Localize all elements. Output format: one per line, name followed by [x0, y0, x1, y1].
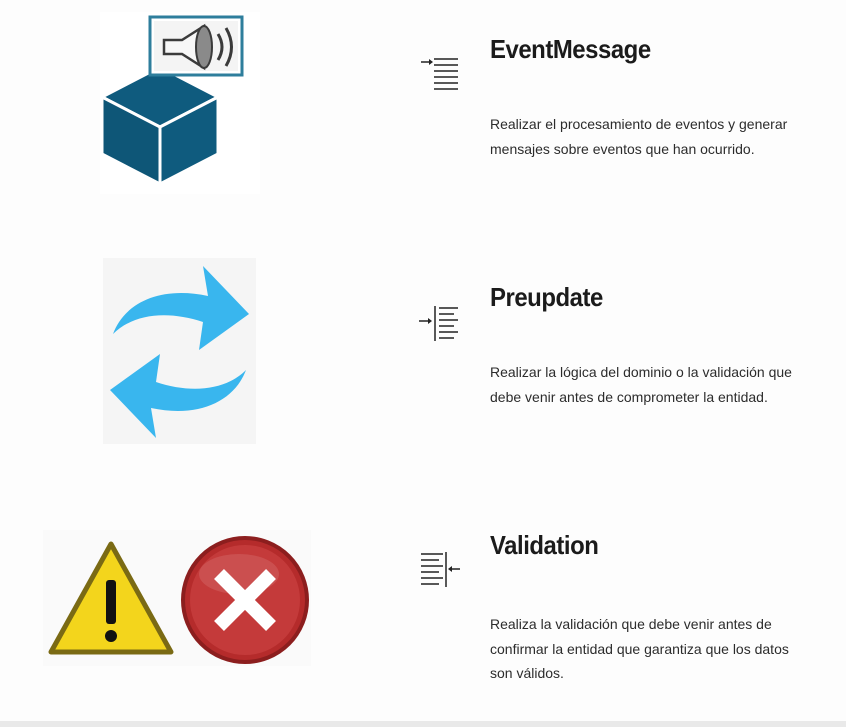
- refresh-arrows-icon: [103, 258, 256, 444]
- indent-text-icon: [420, 56, 460, 101]
- package-megaphone-icon: [98, 12, 260, 194]
- warning-error-icon: [43, 530, 311, 666]
- bottom-edge: [0, 721, 846, 727]
- indent-bar-text-icon: [418, 305, 460, 350]
- feature-title: Preupdate: [490, 282, 603, 312]
- feature-title: EventMessage: [490, 34, 651, 64]
- outdent-text-icon: [419, 551, 461, 596]
- feature-title: Validation: [490, 530, 599, 560]
- feature-description: Realiza la validación que debe venir ant…: [490, 616, 789, 681]
- feature-description: Realizar la lógica del dominio o la vali…: [490, 364, 792, 405]
- feature-description: Realizar el procesamiento de eventos y g…: [490, 116, 788, 157]
